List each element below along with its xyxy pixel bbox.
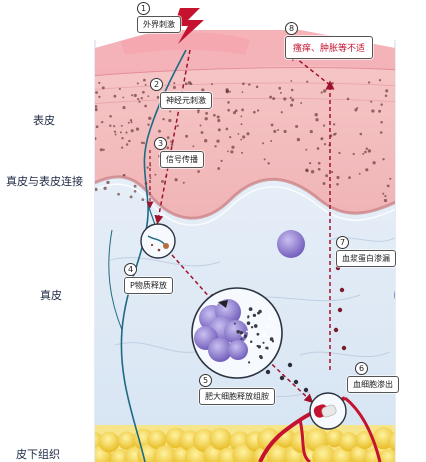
step-7-number: 7	[336, 236, 349, 249]
step-2-label: 神经元刺激	[160, 92, 212, 109]
step-3-number: 3	[154, 137, 167, 150]
step-6-label: 血细胞渗出	[347, 376, 399, 393]
step-2: 2 神经元刺激	[150, 78, 212, 109]
step-8-label: 瘙痒、肿胀等不适	[285, 36, 374, 59]
label-subcutis: 皮下组织	[16, 448, 60, 461]
step-1-label: 外界刺激	[137, 16, 181, 33]
step-5: 5 肥大细胞释放组胺	[199, 374, 275, 405]
step-7: 7 血浆蛋白渗漏	[336, 236, 396, 267]
step-2-number: 2	[150, 78, 163, 91]
fat-cells	[95, 427, 395, 462]
step-3: 3 信号传播	[154, 137, 204, 168]
step-3-label: 信号传播	[160, 151, 204, 168]
step-6: 6 血细胞渗出	[347, 362, 399, 393]
step-4-number: 4	[124, 263, 137, 276]
step-8-number: 8	[285, 22, 298, 35]
epidermis-layer	[95, 30, 395, 219]
lightning-icon	[174, 8, 204, 44]
mast-cell-cluster	[194, 299, 248, 362]
step-4: 4 P物质释放	[124, 263, 173, 294]
step-4-label: P物质释放	[124, 277, 173, 294]
step-8: 8 瘙痒、肿胀等不适	[285, 22, 374, 59]
step-7-label: 血浆蛋白渗漏	[336, 250, 396, 267]
step-6-number: 6	[355, 362, 368, 375]
nerve-fiber	[120, 49, 187, 462]
signal-arrow	[154, 49, 191, 225]
label-epidermis: 表皮	[33, 114, 55, 127]
step-5-number: 5	[199, 374, 212, 387]
mast-cell	[277, 230, 305, 258]
nerve-ending-magnifier	[140, 223, 176, 259]
label-junction: 真皮与表皮连接	[6, 175, 83, 188]
label-dermis: 真皮	[40, 289, 62, 302]
dermal-epidermal-junction	[95, 175, 395, 220]
substance-p-arrow	[171, 254, 215, 304]
step-1: 1 外界刺激	[137, 2, 181, 33]
itch-signal-arrow	[288, 52, 331, 86]
plasma-protein-dots	[265, 265, 347, 393]
histamine-granules	[233, 307, 275, 364]
step-1-number: 1	[137, 2, 150, 15]
mast-cell	[394, 285, 395, 305]
step-5-label: 肥大细胞释放组胺	[199, 388, 275, 405]
